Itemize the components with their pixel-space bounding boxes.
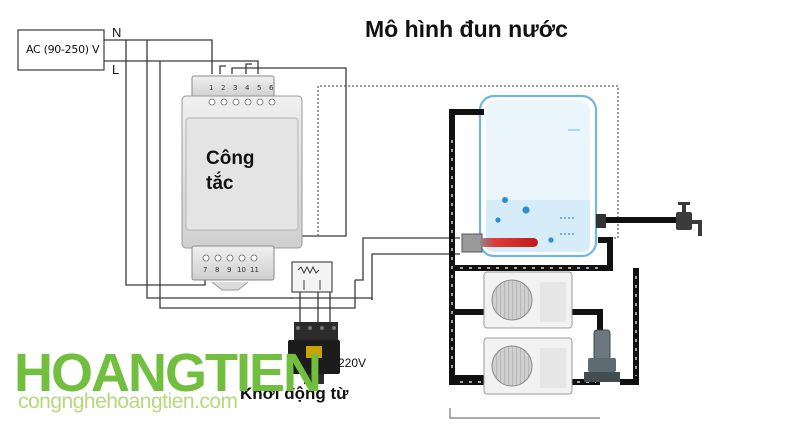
water-tank [478, 94, 598, 258]
flow-arrows [451, 140, 637, 383]
neutral-label: N [112, 25, 122, 40]
relay [291, 261, 333, 293]
contactor [288, 322, 340, 384]
power-source-label: AC (90-250) V [26, 43, 100, 56]
switch-label: Công tắc [206, 148, 255, 194]
site-text: congnghehoangtien.com [18, 390, 238, 413]
brand-text: HOANGTIEN [14, 343, 322, 403]
terminal-top-1: 1 [209, 84, 214, 92]
terminal-bottom-8: 8 [215, 266, 220, 274]
heat-pump-unit-1 [483, 271, 573, 329]
terminal-bottom-11: 11 [250, 266, 259, 274]
terminal-top-2: 2 [221, 84, 226, 92]
terminal-bottom-10: 10 [237, 266, 246, 274]
outlet-tap [596, 202, 702, 236]
circulation-pump [584, 329, 620, 382]
power-source-box [17, 29, 105, 71]
heater-element [461, 233, 538, 253]
line-label: L [112, 62, 120, 77]
drain-line [449, 408, 600, 419]
terminal-top-3: 3 [233, 84, 238, 92]
switch-module [181, 75, 303, 291]
contactor-voltage-label: 220V [338, 356, 367, 370]
heat-pump-unit-2 [483, 337, 573, 395]
diagram-title: Mô hình đun nước [365, 16, 568, 42]
hoangtien-watermark: HOANGTIEN congnghehoangtien.com [14, 343, 322, 413]
terminal-top-6: 6 [269, 84, 274, 92]
contactor-label: Khởi động từ [240, 384, 349, 403]
terminal-top-4: 4 [245, 84, 250, 92]
terminal-bottom-9: 9 [227, 266, 232, 274]
terminal-top-5: 5 [257, 84, 262, 92]
terminal-bottom-7: 7 [203, 266, 208, 274]
